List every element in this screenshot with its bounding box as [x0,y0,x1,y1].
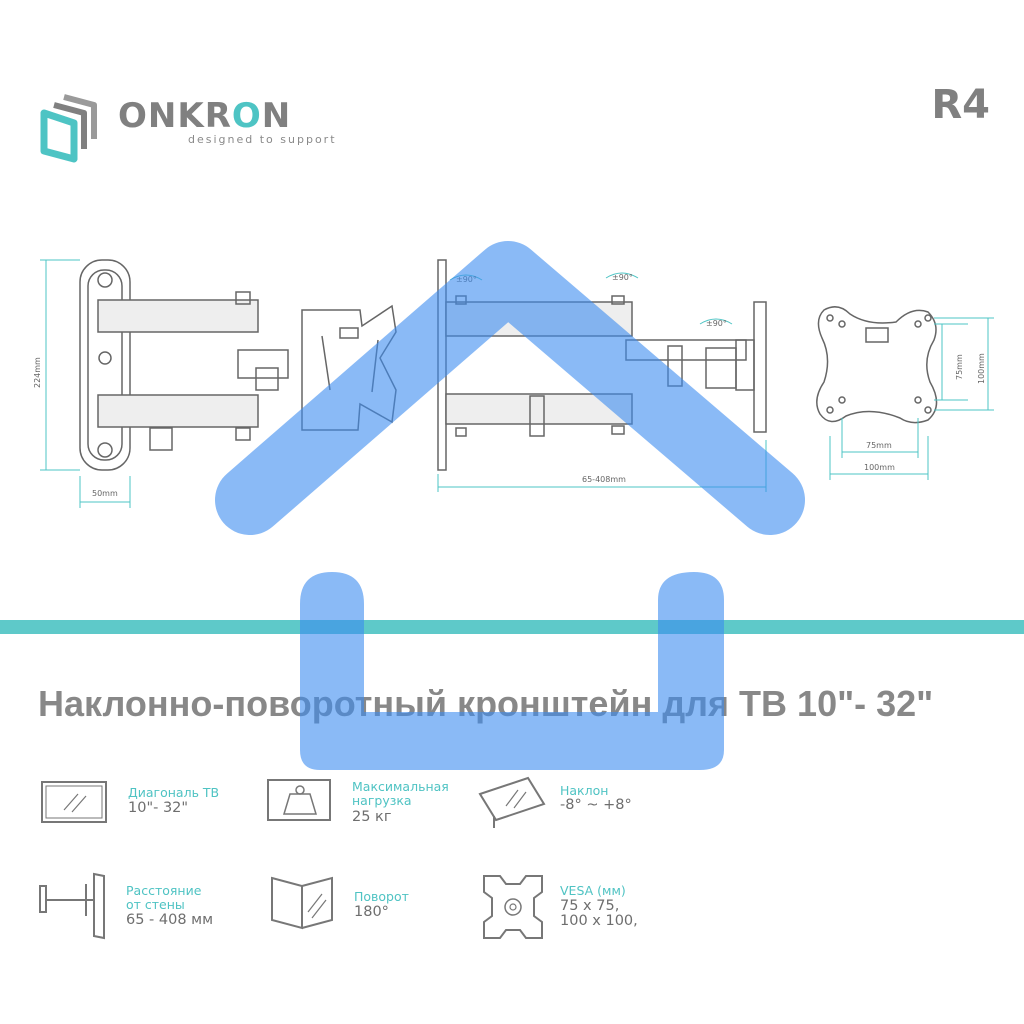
feature-label: Расстояние от стены [126,883,202,912]
feature-tv-diagonal: Диагональ ТВ 10"- 32" [40,778,270,858]
vesa-plate-drawing [816,306,938,424]
swivel-icon [271,876,333,930]
dim-wall-width-label: 50mm [92,489,118,498]
feature-value: 25 кг [352,809,392,825]
product-title: Наклонно-поворотный кронштейн для ТВ 10"… [38,683,934,724]
feature-label: Наклон [560,783,609,798]
wall-distance-icon [39,872,105,940]
dim-reach-label: 65-408mm [582,475,626,484]
dim-vesa-large-h-label: 100mm [864,463,895,472]
weight-icon [267,779,331,821]
brand-tagline: designed to support [188,133,337,146]
dim-swivel-3-label: ±90° [706,319,727,328]
feature-value: 65 - 408 мм [126,912,214,928]
tv-screen-icon [41,781,107,823]
feature-vesa: VESA (мм) 75 x 75, 100 x 100, [478,872,708,952]
model-number: R4 [931,82,990,128]
technical-drawings: 224mm 50mm 65-408mm ±90° ±90° ±90° 75mm … [33,259,994,508]
side-view-drawing [437,259,767,471]
feature-value: 180° [354,904,389,920]
feature-value: 10"- 32" [128,800,189,816]
dim-vesa-large-v-label: 100mm [977,353,986,384]
brand-name: ONKRON [118,96,292,136]
vesa-icon [483,875,543,939]
tilt-icon [478,776,546,828]
front-view-drawing [79,259,397,471]
feature-value: 75 x 75, 100 x 100, [560,898,638,929]
dim-swivel-1-label: ±90° [456,275,477,284]
dim-swivel-2-label: ±90° [612,273,633,282]
feature-tilt: Наклон -8° ~ +8° [478,772,708,852]
feature-swivel: Поворот 180° [268,872,498,952]
dim-vesa-small-v-label: 75mm [955,354,964,380]
dim-vesa-small-h-label: 75mm [866,441,892,450]
feature-max-load: Максимальная нагрузка 25 кг [266,778,496,858]
feature-label: Диагональ ТВ [128,785,220,800]
feature-label: Максимальная нагрузка [352,779,449,808]
feature-label: Поворот [354,889,409,904]
feature-wall-distance: Расстояние от стены 65 - 408 мм [36,872,266,952]
teal-divider [0,620,1024,634]
onkron-logo-icon [40,94,97,163]
feature-label: VESA (мм) [560,883,626,898]
feature-value: -8° ~ +8° [560,797,632,813]
dim-height-label: 224mm [33,357,42,388]
